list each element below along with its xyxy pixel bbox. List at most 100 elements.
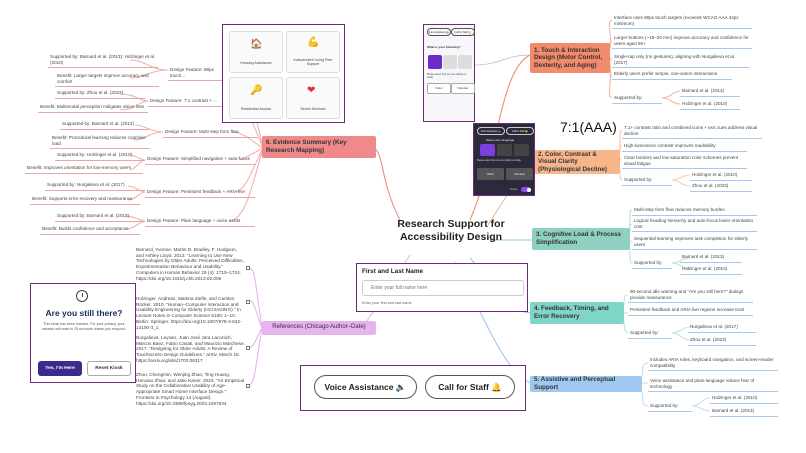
- phone2-option-c[interactable]: [514, 144, 529, 156]
- voice-assistance-button[interactable]: Voice Assistance 🔈: [314, 375, 417, 399]
- branch-evidence: 6. Evidence Summary (Key Research Mappin…: [262, 136, 376, 158]
- phone1-option-row: [428, 55, 472, 69]
- evidence-benefit-2: Benefit: Multimodal perception mitigates…: [38, 103, 148, 113]
- key-icon: 🔑: [250, 85, 263, 96]
- phone1-subtext: Please select how you are visiting us to…: [427, 73, 467, 79]
- feedback-supported-label: Supported by:: [628, 329, 672, 339]
- stopwatch-hand: [81, 293, 83, 297]
- external-link-icon[interactable]: [246, 300, 250, 304]
- color-leaf-2: High-luminance contrast improves readabi…: [622, 142, 747, 152]
- feedback-source-2: Zhou et al. (2023): [688, 336, 756, 346]
- phone1-visitor-label: Visitor: [435, 87, 443, 90]
- cognitive-source-1: Barnard et al. (2013): [680, 253, 742, 263]
- reference-4: Zhou, Chengmin, Wenjing Zhan, Ting Huang…: [136, 372, 244, 406]
- kiosk-screen-light: Voice Assistance 🔈 Call for Staff 🔔 What…: [423, 24, 475, 122]
- branch-color: 2. Color, Contrast & Visual Clarity (Phy…: [534, 150, 620, 174]
- tile-peer-support-label: Independent Living Peer Support: [293, 58, 333, 67]
- kiosk-screen-dark: Voice Assistance 🔈 Call for Staff 🔔 Sele…: [473, 123, 535, 196]
- evidence-benefit-6: Benefit: Builds confidence and acceptanc…: [40, 225, 140, 235]
- color-supported-label: Supported by:: [622, 176, 672, 186]
- phone2-visitor-label: Visitor: [486, 172, 495, 176]
- phone1-option-a[interactable]: [428, 55, 442, 69]
- evidence-support-3: Supported by: Barnard et al. (2013): [60, 120, 150, 130]
- theme-toggle-knob: [526, 187, 531, 192]
- yes-im-here-label: Yes, I'm Here: [45, 366, 75, 371]
- phone2-option-a[interactable]: [480, 144, 495, 156]
- external-link-icon[interactable]: [246, 346, 250, 350]
- contrast-ratio-label: 7:1(AAA): [560, 119, 617, 135]
- phone2-visitor-button[interactable]: Visitor: [477, 168, 504, 180]
- phone2-option-row: [480, 144, 530, 156]
- cognitive-source-2: Holzinger et al. (2010): [680, 265, 742, 275]
- chip-staff-2-label: Call for Staff 🔔: [511, 130, 529, 133]
- phone2-subtext: Please select how you are visiting us to…: [477, 160, 522, 162]
- tile-senior[interactable]: ❤ Senior Services: [286, 77, 340, 119]
- tile-housing-label: Housing Assistance: [240, 61, 272, 65]
- phone1-option-c[interactable]: [458, 55, 472, 69]
- reference-2: Holzinger, Andreas, Martina Ziefle, and …: [136, 296, 242, 330]
- service-tiles-panel: 🏠 Housing Assistance 💪 Independent Livin…: [222, 24, 345, 123]
- phone2-volunteer-button[interactable]: Volunteer: [506, 168, 533, 180]
- branch-assistive: 5. Assistive and Perceptual Support: [530, 376, 642, 392]
- tile-housing[interactable]: 🏠 Housing Assistance: [229, 31, 283, 73]
- branch-cognitive: 3. Cognitive Load & Process Simplificati…: [532, 228, 630, 250]
- evidence-feature-1: Design Feature: 88px touch...: [168, 66, 228, 82]
- branch-feedback-label: 4. Feedback, Timing, and Error Recovery: [534, 305, 609, 320]
- evidence-feature-6: Design Feature: Plain language + voice a…: [145, 217, 255, 227]
- muscle-icon: 💪: [307, 37, 320, 48]
- evidence-feature-2: Design Feature: 7:1 contrast + ...: [148, 97, 228, 107]
- reset-kiosk-button[interactable]: Reset Kiosk: [87, 361, 131, 376]
- cognitive-leaf-3: Sequential learning improves task comple…: [632, 235, 757, 251]
- external-link-icon[interactable]: [246, 266, 250, 270]
- phone1-visitor-button[interactable]: Visitor: [427, 83, 451, 94]
- phone2-option-b[interactable]: [497, 144, 512, 156]
- center-title: Research Support for Accessibility Desig…: [397, 218, 505, 244]
- color-leaf-3: Clear borders and low-saturation color s…: [622, 154, 747, 170]
- call-for-staff-button[interactable]: Call for Staff 🔔: [425, 375, 515, 399]
- branch-references-label: References (Chicago Author–Date): [272, 324, 366, 331]
- evidence-feature-4: Design Feature: Simplified navigation + …: [145, 155, 255, 165]
- yes-im-here-button[interactable]: Yes, I'm Here: [38, 361, 82, 376]
- touch-supported-label: Supported by:: [612, 94, 662, 104]
- dialog-title: Are you still there?: [45, 308, 123, 318]
- touch-source-2: Holzinger et al. (2010): [680, 100, 740, 110]
- idle-dialog: Are you still there? This kiosk has been…: [30, 283, 136, 383]
- stopwatch-icon: [76, 290, 88, 302]
- chip-voice-1[interactable]: Voice Assistance 🔈: [427, 28, 451, 36]
- evidence-benefit-4: Benefit: Improves orientation for low-me…: [25, 164, 143, 174]
- feedback-leaf-2: Persistent feedback and ARIA live region…: [628, 306, 753, 316]
- phone1-volunteer-button[interactable]: Volunteer: [451, 83, 475, 94]
- branch-feedback: 4. Feedback, Timing, and Error Recovery: [530, 302, 624, 324]
- dialog-body: This kiosk has been inactive. For your p…: [42, 322, 126, 331]
- chip-staff-1-label: Call for Staff 🔔: [454, 30, 472, 34]
- assist-buttons-panel: Voice Assistance 🔈 Call for Staff 🔔: [300, 365, 526, 411]
- tile-peer-support[interactable]: 💪 Independent Living Peer Support: [286, 31, 340, 73]
- chip-staff-1[interactable]: Call for Staff 🔔: [451, 28, 475, 36]
- cognitive-leaf-1: Multi-step form flow reduces memory burd…: [632, 206, 757, 216]
- evidence-benefit-5: Benefit: Supports error recovery and rea…: [30, 195, 140, 205]
- chip-voice-2-label: Voice Assistance 🔈: [480, 130, 502, 133]
- theme-toggle[interactable]: [521, 187, 531, 192]
- feedback-source-1: Nurgalieva et al. (2017): [688, 323, 756, 333]
- evidence-feature-5: Design Feature: Persistent feedback + AR…: [145, 188, 255, 198]
- chip-voice-2[interactable]: Voice Assistance 🔈: [477, 127, 505, 135]
- name-input[interactable]: [362, 280, 524, 296]
- cognitive-leaf-2: Logical heading hierarchy and auto-focus…: [632, 217, 757, 233]
- tile-residential[interactable]: 🔑 Residential Access: [229, 77, 283, 119]
- touch-source-1: Barnard et al. (2013): [680, 87, 740, 97]
- evidence-support-4: Supported by: Holzinger et al. (2010): [55, 151, 145, 161]
- tile-residential-label: Residential Access: [240, 107, 272, 111]
- phone1-option-b[interactable]: [443, 55, 457, 69]
- touch-leaf-3: Single-tap only (no gestures), aligning …: [612, 53, 750, 69]
- branch-references: References (Chicago Author–Date): [262, 321, 376, 335]
- assistive-leaf-2: Voice assistance and plain-language redu…: [648, 377, 778, 393]
- voice-assistance-label: Voice Assistance 🔈: [324, 381, 407, 392]
- chip-staff-2[interactable]: Call for Staff 🔔: [506, 127, 534, 135]
- assistive-leaf-1: Includes ARIA roles, keyboard navigation…: [648, 356, 778, 372]
- assistive-supported-label: Supported by:: [648, 402, 692, 412]
- external-link-icon[interactable]: [246, 384, 250, 388]
- branch-cognitive-label: 3. Cognitive Load & Process Simplificati…: [536, 231, 622, 246]
- evidence-benefit-1: Benefit: Larger targets improve accuracy…: [55, 72, 159, 88]
- heart-icon: ❤: [307, 85, 316, 96]
- name-field-label: First and Last Name: [362, 268, 424, 275]
